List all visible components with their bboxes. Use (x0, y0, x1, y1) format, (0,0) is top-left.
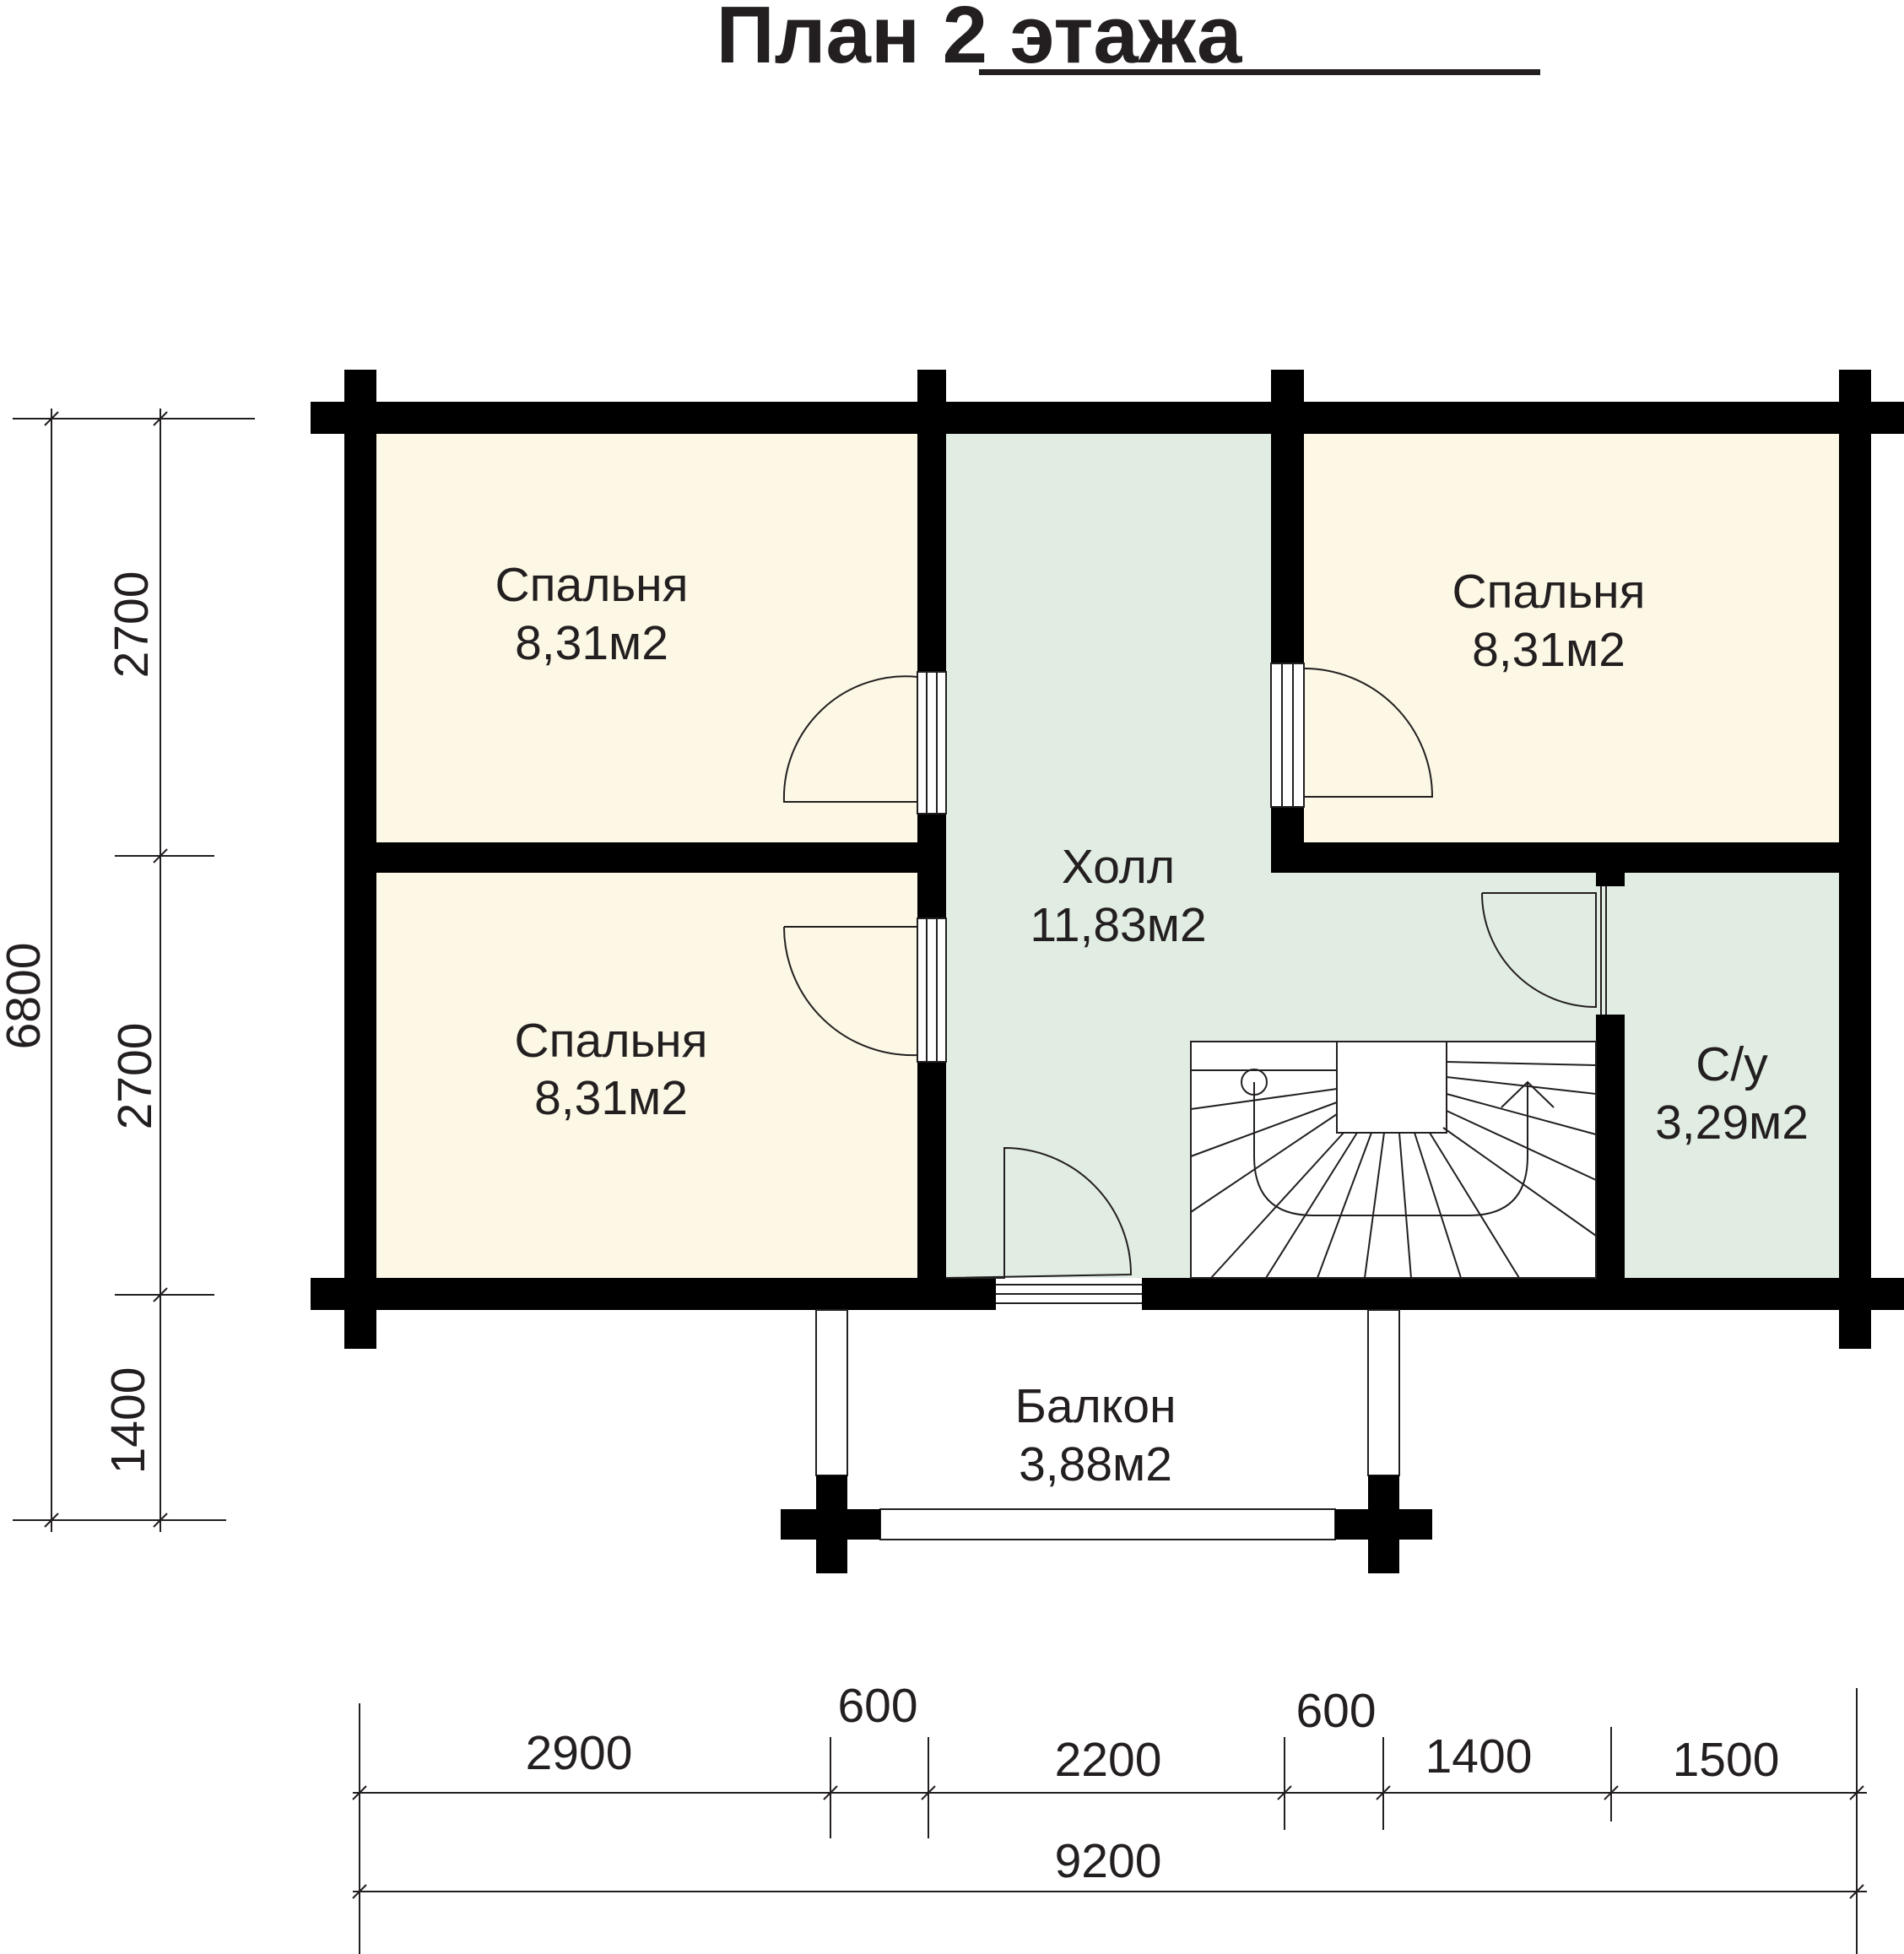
wall-bedroom-divider (376, 842, 917, 873)
room-area: 3,29м2 (1655, 1096, 1809, 1150)
wall-bottom-right (1142, 1278, 1904, 1310)
room-name: С/у (1696, 1037, 1768, 1091)
balcony-post-right-line (1367, 1309, 1400, 1476)
wall-bottom-left (311, 1278, 996, 1310)
staircase (1190, 1041, 1597, 1279)
dimension-label: 1400 (101, 1367, 155, 1475)
balcony (781, 1309, 1432, 1573)
bedroom-fill-top-left (376, 434, 917, 842)
balcony-post-right-v (1368, 1475, 1399, 1573)
room-area: 8,31м2 (1472, 623, 1625, 677)
dimension-label: 2700 (105, 571, 159, 679)
stair-arrow-icon (1501, 1080, 1555, 1108)
title-underline (979, 69, 1540, 75)
door-wc (1481, 886, 1625, 1015)
dimension-label: 600 (1295, 1684, 1376, 1738)
horizontal-dimension-labels: 2900 600 2200 600 1400 1500 9200 (526, 1679, 1780, 1888)
bedroom-fill-bottom-left (376, 873, 917, 1278)
dimension-label: 1400 (1425, 1729, 1533, 1783)
stair-landing (1336, 1041, 1447, 1134)
bedroom-fill-top-right (1304, 434, 1839, 842)
wall-hall-right-upper (1271, 370, 1304, 663)
room-name: Холл (1062, 840, 1175, 894)
door-bedroom-top-left (782, 671, 947, 815)
room-name: Спальня (1452, 565, 1645, 619)
room-area: 3,88м2 (1019, 1437, 1172, 1491)
room-area: 11,83м2 (1030, 898, 1206, 952)
wall-hall-left-lower (917, 1062, 946, 1278)
dimension-label: 2700 (108, 1023, 162, 1130)
room-name: Спальня (495, 558, 688, 612)
vertical-dimensions (13, 409, 255, 1532)
dimension-label: 2900 (526, 1726, 633, 1780)
wall-wc-stub (1596, 873, 1625, 886)
vertical-dimension-labels: 2700 2700 1400 6800 (0, 571, 162, 1475)
dimension-label: 6800 (0, 943, 51, 1050)
dimension-label: 1500 (1673, 1733, 1780, 1787)
wall-wc-left (1596, 1015, 1625, 1278)
door-balcony (945, 1146, 1142, 1310)
dimension-label: 2200 (1055, 1733, 1162, 1787)
room-name: Спальня (514, 1014, 707, 1068)
wall-top (311, 402, 1904, 434)
wall-hall-left-upper (917, 370, 946, 672)
walls (311, 370, 1904, 1349)
door-bedroom-top-right (1270, 663, 1434, 808)
room-area: 8,31м2 (515, 616, 668, 670)
dimension-label: 600 (837, 1679, 917, 1733)
wall-right (1839, 370, 1871, 1349)
balcony-post-left-v (816, 1475, 847, 1573)
room-area: 8,31м2 (534, 1071, 688, 1125)
dimension-label: 9200 (1055, 1834, 1162, 1888)
doors (782, 663, 1625, 1310)
door-bedroom-bottom-left (783, 917, 947, 1063)
wc-fill (1625, 873, 1839, 1278)
wall-wc-top (1271, 842, 1839, 873)
wall-left (344, 370, 376, 1349)
balcony-railing (879, 1508, 1336, 1540)
balcony-post-left-line (815, 1309, 848, 1476)
room-name: Балкон (1014, 1379, 1176, 1433)
page-title: План 2 этажа (717, 0, 1242, 80)
horizontal-dimensions (352, 1688, 1867, 1954)
wall-hall-left-middle (917, 814, 946, 918)
room-labels: Спальня 8,31м2 Спальня 8,31м2 Спальня 8,… (495, 558, 1808, 1491)
